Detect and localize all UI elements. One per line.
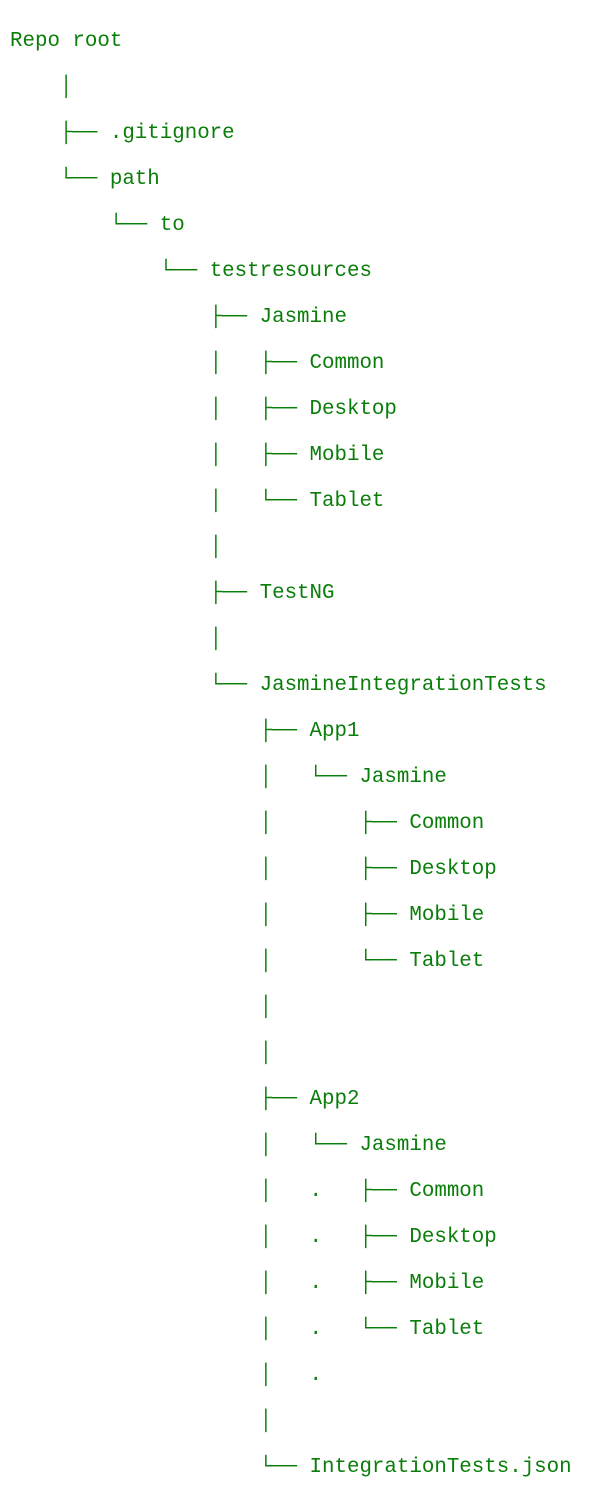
tree-line: │ └── Tablet	[10, 490, 612, 513]
node-jasmineintegrationtests: JasmineIntegrationTests	[259, 674, 547, 697]
tree-line: │ ├── Common	[10, 352, 612, 375]
tree-line: │	[10, 1410, 612, 1433]
node-gitignore: .gitignore	[109, 122, 235, 145]
tree-connector: │ ├──	[10, 352, 310, 375]
tree-connector: │	[10, 1410, 273, 1433]
tree-line: │	[10, 996, 612, 1019]
tree-connector: │	[10, 1042, 273, 1065]
tree-line: │ .	[10, 1364, 612, 1387]
tree-connector: │ ├──	[10, 398, 310, 421]
node-testng: TestNG	[259, 582, 335, 605]
tree-line: │ ├── Common	[10, 812, 612, 835]
node-app2-jasmine-tablet: Tablet	[409, 1318, 485, 1341]
node-testresources: testresources	[209, 260, 372, 283]
tree-connector: ├──	[10, 1088, 310, 1111]
tree-line: └── path	[10, 168, 612, 191]
tree-connector: └──	[10, 260, 210, 283]
tree-connector: │ └──	[10, 950, 410, 973]
tree-line: │ . └── Tablet	[10, 1318, 612, 1341]
tree-connector: │ └──	[10, 766, 360, 789]
tree-connector: └──	[10, 674, 260, 697]
tree-line: │ . ├── Mobile	[10, 1272, 612, 1295]
tree-line: │ ├── Mobile	[10, 904, 612, 927]
tree-line: │ └── Jasmine	[10, 1134, 612, 1157]
tree-line: │ └── Jasmine	[10, 766, 612, 789]
node-jasmine-common: Common	[309, 352, 385, 375]
node-app2-jasmine-common: Common	[409, 1180, 485, 1203]
tree-connector: │ └──	[10, 1134, 360, 1157]
node-app2-jasmine-mobile: Mobile	[409, 1272, 485, 1295]
node-app2: App2	[309, 1088, 360, 1111]
tree-connector: └──	[10, 1456, 310, 1479]
tree-connector: │ . └──	[10, 1318, 410, 1341]
tree-connector: │ ├──	[10, 812, 410, 835]
tree-line: │ ├── Mobile	[10, 444, 612, 467]
node-app1-jasmine: Jasmine	[359, 766, 447, 789]
tree-line: │ . ├── Desktop	[10, 1226, 612, 1249]
tree-line: └── IntegrationTests.json	[10, 1456, 612, 1479]
node-jasmine-mobile: Mobile	[309, 444, 385, 467]
node-app2-jasmine: Jasmine	[359, 1134, 447, 1157]
tree-line: │ └── Tablet	[10, 950, 612, 973]
tree-connector: │ . ├──	[10, 1180, 410, 1203]
node-jasmine-tablet: Tablet	[309, 490, 385, 513]
tree-line: ├── TestNG	[10, 582, 612, 605]
node-path: path	[109, 168, 160, 191]
tree-connector: ├──	[10, 306, 260, 329]
tree-line: ├── App2	[10, 1088, 612, 1111]
tree-line: │ ├── Desktop	[10, 858, 612, 881]
tree-connector: └──	[10, 168, 110, 191]
tree-connector: ├──	[10, 720, 310, 743]
node-repo-root: Repo root	[10, 30, 123, 53]
tree-connector: │ ├──	[10, 904, 410, 927]
tree-connector: │ ├──	[10, 444, 310, 467]
node-jasmine: Jasmine	[259, 306, 347, 329]
tree-line: │ ├── Desktop	[10, 398, 612, 421]
tree-line: └── JasmineIntegrationTests	[10, 674, 612, 697]
tree-connector: │ . ├──	[10, 1226, 410, 1249]
tree-line: │ . ├── Common	[10, 1180, 612, 1203]
tree-connector: │ . ├──	[10, 1272, 410, 1295]
tree-connector: │ └──	[10, 490, 310, 513]
tree-connector: ├──	[10, 582, 260, 605]
tree-line: ├── Jasmine	[10, 306, 612, 329]
tree-connector: │	[10, 76, 73, 99]
tree-line: └── testresources	[10, 260, 612, 283]
tree-line: ├── App1	[10, 720, 612, 743]
tree-line: Repo root	[10, 30, 612, 53]
tree-connector: │ .	[10, 1364, 323, 1387]
node-app1: App1	[309, 720, 360, 743]
tree-connector: ├──	[10, 122, 110, 145]
tree-connector: │	[10, 996, 273, 1019]
node-app1-jasmine-tablet: Tablet	[409, 950, 485, 973]
node-app1-jasmine-mobile: Mobile	[409, 904, 485, 927]
node-app1-jasmine-desktop: Desktop	[409, 858, 497, 881]
tree-line: ├── .gitignore	[10, 122, 612, 145]
tree-connector: │	[10, 536, 223, 559]
node-to: to	[159, 214, 185, 237]
node-integrationtests-json: IntegrationTests.json	[309, 1456, 572, 1479]
node-app1-jasmine-common: Common	[409, 812, 485, 835]
tree-line: │	[10, 76, 612, 99]
tree-line: │	[10, 628, 612, 651]
tree-connector: │	[10, 628, 223, 651]
tree-line: │	[10, 536, 612, 559]
node-app2-jasmine-desktop: Desktop	[409, 1226, 497, 1249]
node-jasmine-desktop: Desktop	[309, 398, 397, 421]
tree-line: │	[10, 1042, 612, 1065]
tree-connector: └──	[10, 214, 160, 237]
tree-line: └── to	[10, 214, 612, 237]
tree-connector: │ ├──	[10, 858, 410, 881]
